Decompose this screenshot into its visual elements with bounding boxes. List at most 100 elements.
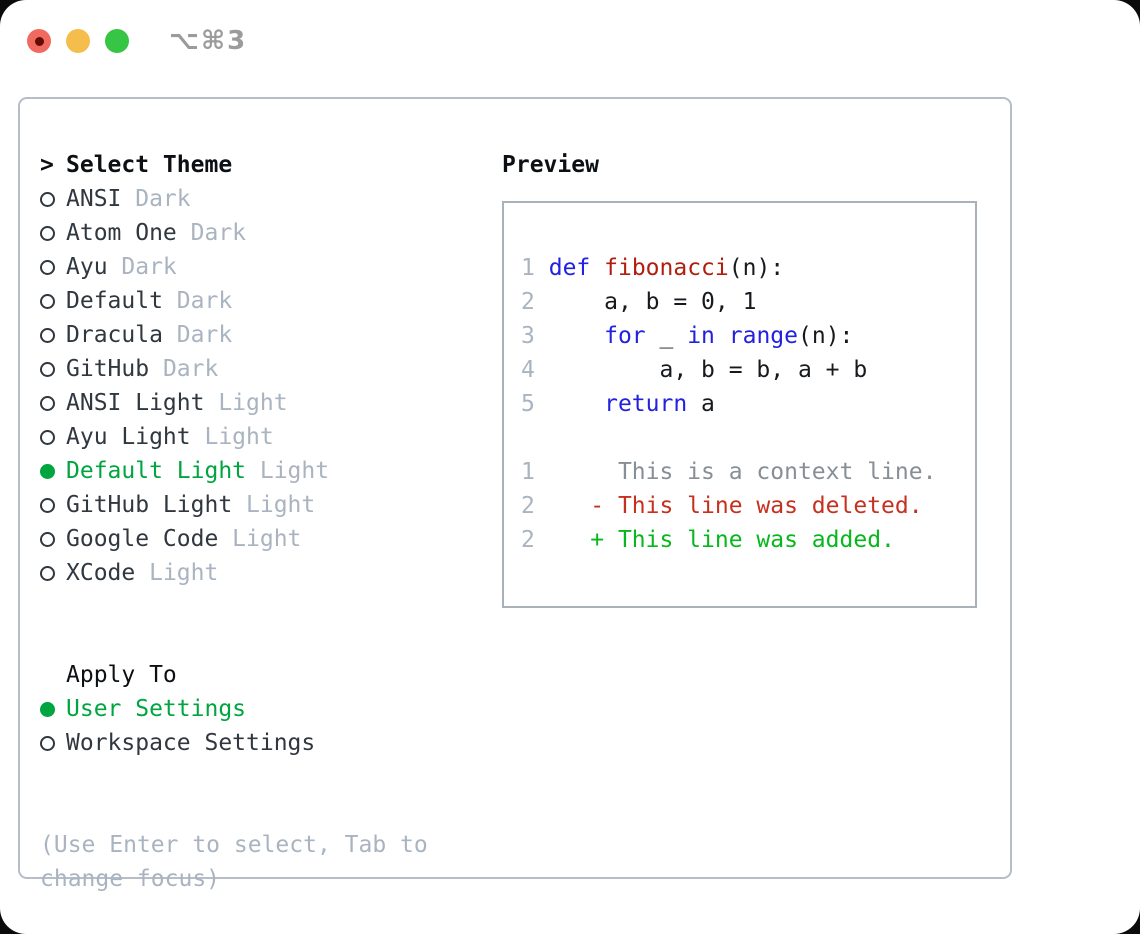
code-token-kw: return: [604, 391, 688, 417]
help-text-line-1: (Use Enter to select, Tab to: [40, 832, 428, 858]
code-token-pl: [535, 391, 604, 417]
apply-option-user-settings[interactable]: User Settings: [40, 692, 428, 726]
code-token-pl: a, b = b, a + b: [534, 357, 868, 383]
theme-option-default-light[interactable]: Default Light Light: [40, 454, 428, 488]
code-content: a, b = 0, 1: [534, 289, 757, 315]
code-content: for _ in range(n):: [535, 323, 854, 349]
code-token-pl: (n):: [798, 323, 854, 349]
theme-name: XCode: [66, 560, 136, 586]
diff-line-deleted: 2 - This line was deleted.: [521, 489, 975, 523]
minimize-button[interactable]: [66, 29, 90, 53]
diff-content-added: + This line was added.: [534, 527, 895, 553]
theme-variant: Light: [149, 560, 219, 586]
theme-name: Atom One: [66, 220, 177, 246]
line-number: 2: [521, 289, 535, 315]
radio-gutter: [40, 735, 66, 751]
code-token-kw: range: [728, 323, 799, 349]
radio-gutter: [40, 327, 66, 343]
select-theme-heading: > Select Theme: [40, 148, 428, 182]
radio-unselected-icon: [40, 735, 55, 751]
theme-name: Ayu: [66, 254, 108, 280]
preview-column: Preview 1 def fibonacci(n):2 a, b = 0, 1…: [502, 148, 977, 608]
radio-selected-icon: [40, 701, 55, 717]
apply-option-workspace-settings[interactable]: Workspace Settings: [40, 726, 428, 760]
radio-unselected-icon: [40, 293, 55, 309]
radio-gutter: [40, 259, 66, 275]
code-line-2: 2 a, b = 0, 1: [521, 285, 975, 319]
spacer: [40, 590, 428, 658]
line-number: 1: [521, 459, 535, 485]
zoom-button[interactable]: [105, 29, 129, 53]
theme-option-dracula[interactable]: Dracula Dark: [40, 318, 428, 352]
radio-gutter: [40, 497, 66, 513]
radio-gutter: [40, 565, 66, 581]
theme-name: Dracula: [66, 322, 163, 348]
close-button[interactable]: [27, 29, 51, 53]
spacer: [521, 421, 975, 455]
radio-gutter: [40, 191, 66, 207]
close-button-dot-icon: [34, 36, 44, 46]
apply-option-label: Workspace Settings: [66, 730, 316, 756]
line-number: 4: [521, 357, 535, 383]
theme-name: Default Light: [66, 458, 247, 484]
line-number: 5: [521, 391, 535, 417]
code-token-pl: [535, 255, 549, 281]
code-content: def fibonacci(n):: [535, 255, 784, 281]
theme-option-xcode[interactable]: XCode Light: [40, 556, 428, 590]
code-token-kw: def: [548, 255, 591, 281]
radio-gutter: [40, 293, 66, 309]
code-line-3: 3 for _ in range(n):: [521, 319, 975, 353]
radio-gutter: [40, 429, 66, 445]
theme-name: GitHub Light: [66, 492, 233, 518]
line-number: 2: [521, 527, 535, 553]
diff-content-deleted: - This line was deleted.: [534, 493, 923, 519]
line-number: 2: [521, 493, 535, 519]
diff-line-added: 2 + This line was added.: [521, 523, 975, 557]
help-text-line-2: change focus): [40, 866, 221, 892]
line-number: 3: [521, 323, 535, 349]
theme-variant: Light: [204, 424, 274, 450]
theme-name: Default: [66, 288, 163, 314]
code-token-pl: a: [687, 391, 715, 417]
radio-unselected-icon: [40, 395, 55, 411]
radio-unselected-icon: [40, 497, 55, 513]
code-content: a, b = b, a + b: [535, 357, 867, 383]
theme-name: GitHub: [66, 356, 150, 382]
code-token-pl: [590, 255, 604, 281]
code-line-4: 4 a, b = b, a + b: [521, 353, 975, 387]
theme-name: Google Code: [66, 526, 219, 552]
theme-variant: Dark: [176, 322, 233, 348]
code-token-fn: fibonacci: [604, 255, 729, 281]
radio-gutter: [40, 463, 66, 479]
apply-to-title: Apply To: [66, 662, 177, 688]
preview-title: Preview: [502, 152, 599, 178]
spacer: [40, 760, 428, 828]
code-token-pl: [715, 323, 729, 349]
code-token-pl: a, b = 0, 1: [534, 289, 757, 315]
theme-name: ANSI: [66, 186, 122, 212]
theme-variant: Light: [259, 458, 330, 484]
code-token-kw: in: [687, 323, 715, 349]
radio-unselected-icon: [40, 225, 55, 241]
apply-to-heading: Apply To: [40, 658, 428, 692]
focus-prompt-icon: >: [40, 152, 54, 178]
code-content: return a: [535, 391, 715, 417]
diff-content-context: This is a context line.: [534, 459, 937, 485]
radio-gutter: [40, 361, 66, 377]
